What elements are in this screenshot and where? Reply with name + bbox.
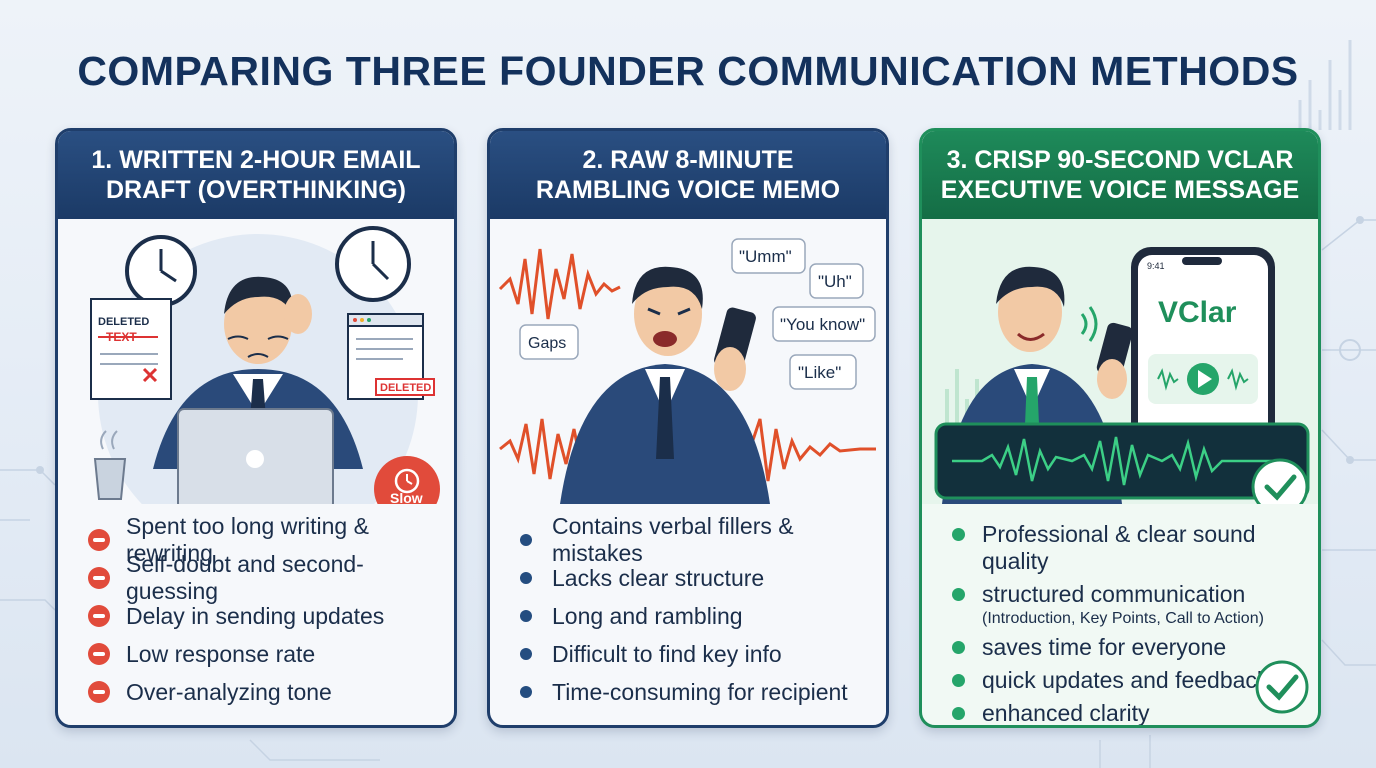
list-item-subtext: (Introduction, Key Points, Call to Actio… [982,610,1264,627]
drawbacks-list: Spent too long writing & rewriting Self-… [88,513,444,711]
bullet-dot-icon [520,686,532,698]
list-item: Delay in sending updates [88,597,444,635]
bubble-you-know: "You know" [780,315,865,334]
minus-circle-icon [88,643,110,665]
list-item: structured communication(Introduction, K… [952,581,1308,628]
laptop-icon [177,408,334,504]
list-item: Contains verbal fillers & mistakes [520,513,876,566]
list-item: quick updates and feedback [952,667,1308,694]
list-item: Long and rambling [520,597,876,635]
bubble-like: "Like" [798,363,841,382]
benefits-list: Professional & clear sound quality struc… [952,521,1308,725]
card-vclar-message: 3. CRISP 90-SECOND VCLAR EXECUTIVE VOICE… [919,128,1321,728]
sound-wave-icon [1080,306,1098,342]
list-item: Professional & clear sound quality [952,521,1308,575]
minus-circle-icon [88,605,110,627]
bullet-dot-icon [520,572,532,584]
minus-circle-icon [88,529,110,551]
minus-circle-icon [88,681,110,703]
clock-icon [125,235,197,307]
list-item: Difficult to find key info [520,635,876,673]
deleted-document-icon: DELETED TEXT [90,298,172,400]
card-heading-line2: RAMBLING VOICE MEMO [535,176,841,204]
check-circle-icon [1255,660,1309,714]
bullet-dot-icon [952,641,965,654]
deleted-badge-text: DELETED [380,382,431,394]
list-item: Self-doubt and second-guessing [88,551,444,604]
card-heading: 1. WRITTEN 2-HOUR EMAIL DRAFT (OVERTHINK… [58,131,454,219]
bubble-umm: "Umm" [739,247,792,266]
slow-badge [374,456,440,504]
page-title: COMPARING THREE FOUNDER COMMUNICATION ME… [77,48,1299,94]
overthinking-founder-illustration: DELETED TEXT DELETED [90,226,440,504]
slow-badge-label: Slow [390,490,423,504]
coffee-cup-icon [93,430,127,500]
drawbacks-list: Contains verbal fillers & mistakes Lacks… [520,513,876,711]
bullet-dot-icon [952,674,965,687]
minus-circle-icon [88,567,110,589]
card-heading-line1: 3. CRISP 90-SECOND VCLAR [946,146,1294,174]
list-item: Low response rate [88,635,444,673]
bubble-gaps: Gaps [528,335,566,352]
browser-window-icon: DELETED [347,313,435,400]
phone-icon [714,307,756,391]
card-heading-line1: 1. WRITTEN 2-HOUR EMAIL [91,146,421,174]
phone-time: 9:41 [1147,261,1165,271]
bullet-dot-icon [952,528,965,541]
frustrated-founder-figure [560,266,770,504]
card-heading-line1: 2. RAW 8-MINUTE [582,146,794,174]
deleted-note-text: DELETED [98,316,149,328]
smartphone-icon [1131,247,1275,467]
bullet-dot-icon [952,588,965,601]
card-heading-line2: DRAFT (OVERTHINKING) [106,176,406,204]
list-item: saves time for everyone [952,634,1308,661]
card-heading: 3. CRISP 90-SECOND VCLAR EXECUTIVE VOICE… [922,131,1318,219]
card-written-email: 1. WRITTEN 2-HOUR EMAIL DRAFT (OVERTHINK… [55,128,457,728]
noisy-waveform-icon [498,248,621,320]
bullet-dot-icon [952,707,965,720]
vclar-logo: VClar [1158,296,1237,329]
bullet-dot-icon [520,648,532,660]
list-item: Lacks clear structure [520,559,876,597]
list-item: Spent too long writing & rewriting [88,513,444,566]
bullet-dot-icon [520,534,532,546]
card-heading-line2: EXECUTIVE VOICE MESSAGE [940,176,1300,204]
bubble-uh: "Uh" [818,272,852,291]
phone-icon [1096,322,1133,399]
card-heading: 2. RAW 8-MINUTE RAMBLING VOICE MEMO [490,131,886,219]
card-voice-memo: 2. RAW 8-MINUTE RAMBLING VOICE MEMO [487,128,889,728]
rambling-founder-illustration: "Umm" "Uh" "You know" "Like" Gaps [498,238,876,504]
confident-founder-illustration: 9:41 VClar [922,219,1318,504]
bullet-dot-icon [520,610,532,622]
list-item: enhanced clarity [952,700,1308,725]
speech-bubble [519,238,876,390]
check-circle-icon [1251,458,1309,504]
clear-waveform-banner [934,422,1310,500]
list-item: Time-consuming for recipient [520,673,876,711]
list-item: Over-analyzing tone [88,673,444,711]
clock-icon [335,226,411,302]
